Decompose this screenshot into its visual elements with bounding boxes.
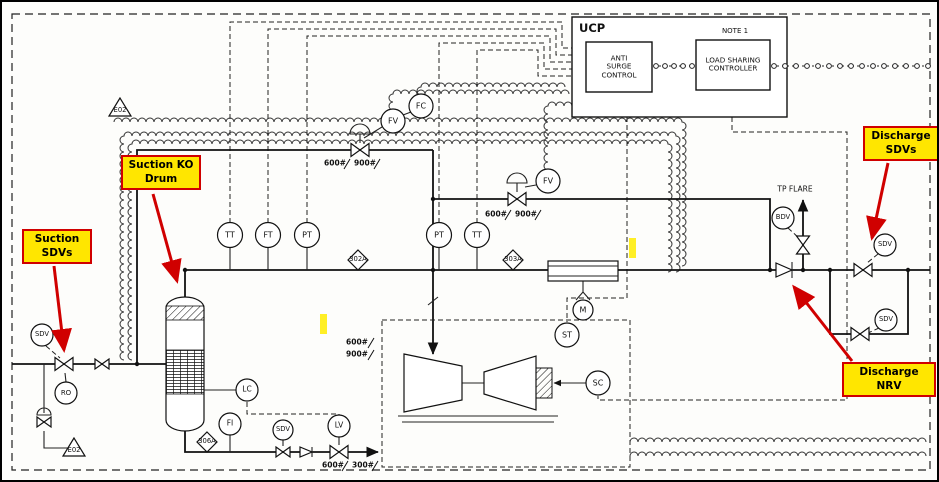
- discharge-sdvs-arrow: [866, 162, 890, 241]
- cooler-symbol: [547, 260, 619, 282]
- demister-pad: [165, 305, 205, 321]
- line-class-diamonds: [196, 249, 524, 453]
- compressor-package-boundary: [381, 319, 631, 468]
- discharge-sdv-valve-lower: [850, 326, 870, 342]
- instrument-bubbles: [30, 93, 898, 441]
- instrument-fv1-bubble: [380, 108, 406, 134]
- spec-break-slashes: [341, 158, 542, 472]
- process-lines: [12, 149, 930, 458]
- callout-suction-ko-drum: Suction KO Drum: [121, 155, 201, 191]
- coupling: [535, 367, 553, 399]
- ucp-panel: [571, 16, 788, 118]
- valve-symbols: [36, 123, 873, 460]
- suction-isolation-valve: [94, 357, 110, 371]
- drum-internals: [165, 349, 205, 395]
- drum-drain-line: [184, 428, 379, 458]
- recycle-line-2: [136, 149, 433, 364]
- diamond-303a: [502, 249, 524, 271]
- instrument-fc-bubble: [408, 93, 434, 119]
- ko-drum-arrow: [151, 193, 182, 284]
- suction-sdvs-arrow: [51, 265, 72, 353]
- instrument-st-bubble: [554, 322, 580, 348]
- control-valve-fv1: [349, 123, 371, 158]
- instrument-sdv-suction-bubble: [30, 323, 54, 347]
- motor-bubble: [572, 299, 594, 321]
- signal-dashed-lines: [45, 21, 880, 415]
- instrument-lc-bubble: [235, 378, 259, 402]
- interlock-flag-e02-top: [107, 96, 133, 117]
- junction-dots: [134, 196, 911, 367]
- callout-discharge-sdvs: Discharge SDVs: [863, 126, 937, 162]
- highlight-mark-2: [320, 314, 327, 334]
- drain-actuated-valve: [36, 407, 52, 429]
- instrument-ro-bubble: [54, 381, 78, 405]
- discharge-sdv-valve-upper: [853, 262, 873, 278]
- discharge-nrv-valve: [775, 262, 794, 278]
- battery-limit-border: [11, 13, 931, 471]
- data-link-chain-right: [771, 63, 931, 69]
- suction-sdv-valve: [54, 356, 74, 372]
- level-valve-lv: [329, 444, 349, 460]
- suction-ko-drum-symbol: [165, 296, 205, 432]
- instrument-fi-bubble: [218, 412, 242, 436]
- drain-check-valve: [299, 446, 314, 458]
- instrument-ft-bubble: [254, 221, 282, 249]
- control-valve-fv2: [506, 172, 528, 207]
- instrument-sdv-discharge-lower-bubble: [874, 308, 898, 332]
- data-link-chain-inner: [653, 63, 695, 69]
- callout-discharge-nrv: Discharge NRV: [842, 362, 936, 398]
- anti-surge-control-box: [585, 41, 653, 93]
- baseplate: [398, 415, 558, 423]
- instrument-lv-bubble: [327, 414, 351, 438]
- drain-sdv-valve: [275, 445, 291, 459]
- recycle-line-1: [433, 198, 771, 270]
- instrument-sc-bubble: [585, 370, 611, 396]
- instrument-sdv-drain-bubble: [272, 419, 294, 441]
- diamond-302a: [347, 249, 369, 271]
- bdv-valve: [795, 235, 811, 255]
- instrument-tt2-bubble: [463, 221, 491, 249]
- instrument-sdv-discharge-upper-bubble: [873, 233, 897, 257]
- diamond-306a: [196, 431, 218, 453]
- instrument-fv2-bubble: [535, 168, 561, 194]
- load-sharing-controller-box: [695, 39, 771, 91]
- discharge-nrv-arrow: [792, 284, 854, 362]
- interlock-flag-e02-bottom: [61, 436, 87, 457]
- callout-arrows: [51, 162, 890, 362]
- callout-suction-sdvs: Suction SDVs: [22, 229, 92, 265]
- instrument-pt2-bubble: [425, 221, 453, 249]
- signal-wavy-lines: [113, 82, 927, 457]
- compressor-symbol: [398, 353, 558, 423]
- highlight-mark-1: [629, 238, 636, 258]
- instrument-stems: [43, 111, 591, 452]
- instrument-bdv-bubble: [771, 206, 795, 230]
- instrument-tt1-bubble: [216, 221, 244, 249]
- instrument-pt1-bubble: [293, 221, 321, 249]
- ucp-title: UCP: [579, 21, 606, 35]
